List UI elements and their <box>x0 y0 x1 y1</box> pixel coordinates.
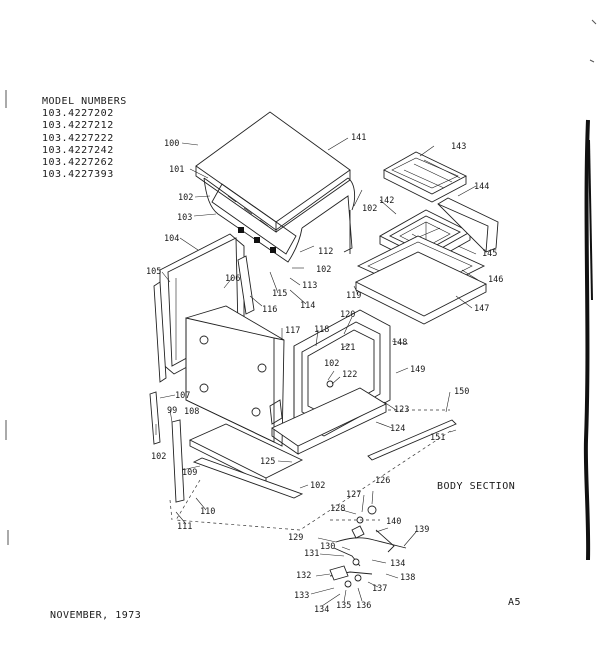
part-label: 130 <box>320 542 335 552</box>
model-number: 103.4227393 <box>42 169 114 181</box>
part-label: 150 <box>454 387 469 397</box>
part-label: 134 <box>390 559 405 569</box>
part-label: 122 <box>342 370 357 380</box>
part-label: 116 <box>262 305 277 315</box>
page-code: A5 <box>508 597 522 608</box>
part-label: 109 <box>182 468 197 478</box>
scan-edge-marks <box>5 19 597 561</box>
part-label: 149 <box>410 365 425 375</box>
part-label: 115 <box>272 289 287 299</box>
part-label: 144 <box>474 182 489 192</box>
part-label: 140 <box>386 517 401 527</box>
part-label: 119 <box>346 291 361 301</box>
part-label: 137 <box>372 584 387 594</box>
part-label: 133 <box>294 591 309 601</box>
part-label: 148 <box>392 338 407 348</box>
part-label: 147 <box>474 304 489 314</box>
part-label: 132 <box>296 571 311 581</box>
part-label: 138 <box>400 573 415 583</box>
part-label: 127 <box>346 490 361 500</box>
part-label: 146 <box>488 275 503 285</box>
model-number: 103.4227212 <box>42 120 114 132</box>
model-number: 103.4227242 <box>42 144 114 156</box>
part-label: 112 <box>318 247 333 257</box>
door-panel-117 <box>185 305 285 447</box>
part-label: 139 <box>414 525 429 535</box>
part-label: 102 <box>178 193 193 203</box>
broiler-drawer-147 <box>354 251 488 325</box>
part-label: 102 <box>324 359 339 369</box>
part-label: 104 <box>164 234 179 244</box>
part-label: 117 <box>285 326 300 336</box>
part-label: 126 <box>375 476 390 486</box>
part-label: 105 <box>146 267 161 277</box>
top-cover-141 <box>195 111 351 233</box>
part-label: 102 <box>310 481 325 491</box>
date-caption: NOVEMBER, 1973 <box>50 610 142 621</box>
part-label: 120 <box>340 310 355 320</box>
part-label: 101 <box>169 165 184 175</box>
part-label: 135 <box>336 601 351 611</box>
part-label: 121 <box>340 343 355 353</box>
front-post-110 <box>171 419 185 503</box>
upper-frame-assembly <box>203 177 356 263</box>
part-label: 145 <box>482 249 497 259</box>
part-label: 142 <box>379 196 394 206</box>
part-label: 107 <box>175 391 190 401</box>
assembly-guide-lines <box>169 409 453 531</box>
model-numbers-title: MODEL NUMBERS <box>42 96 127 107</box>
burner-assembly <box>329 505 407 588</box>
right-rail-150 <box>367 419 457 461</box>
model-number: 103.4227202 <box>42 108 114 120</box>
part-label: 103 <box>177 213 192 223</box>
part-label: 124 <box>390 424 405 434</box>
part-label: 102 <box>316 265 331 275</box>
model-numbers-block: MODEL NUMBERS 103.4227202 103.4227212 10… <box>42 96 127 181</box>
part-label: 102 <box>151 452 166 462</box>
part-label: 134 <box>314 605 329 615</box>
part-label: 110 <box>200 507 215 517</box>
part-label: 99 <box>167 406 177 416</box>
bottom-tray-124 <box>271 387 387 455</box>
center-support-116 <box>237 255 255 315</box>
part-label: 128 <box>330 504 345 514</box>
model-number: 103.4227222 <box>42 132 114 144</box>
part-label: 100 <box>164 139 179 149</box>
leader-lines <box>155 137 479 607</box>
part-label: 131 <box>304 549 319 559</box>
part-labels: 100 141 101 102 103 104 105 106 112 102 … <box>146 133 503 615</box>
part-label: 114 <box>300 301 315 311</box>
part-label: 123 <box>394 405 409 415</box>
part-label: 151 <box>430 433 445 443</box>
part-label: 111 <box>177 522 192 532</box>
section-title: BODY SECTION <box>437 481 516 492</box>
bottom-rail-109 <box>192 457 304 499</box>
part-label: 125 <box>260 457 275 467</box>
part-label: 102 <box>362 204 377 214</box>
model-number: 103.4227262 <box>42 157 114 169</box>
part-label: 108 <box>184 407 199 417</box>
part-label: 143 <box>451 142 466 152</box>
part-label: 141 <box>351 133 366 143</box>
part-label: 136 <box>356 601 371 611</box>
part-label: 118 <box>314 325 329 335</box>
part-label: 106 <box>225 274 240 284</box>
side-rail-107 <box>149 391 161 445</box>
side-panel-144 <box>437 197 499 253</box>
part-label: 129 <box>288 533 303 543</box>
rack-143 <box>383 151 467 203</box>
side-trim-105 <box>153 281 167 383</box>
part-label: 113 <box>302 281 317 291</box>
